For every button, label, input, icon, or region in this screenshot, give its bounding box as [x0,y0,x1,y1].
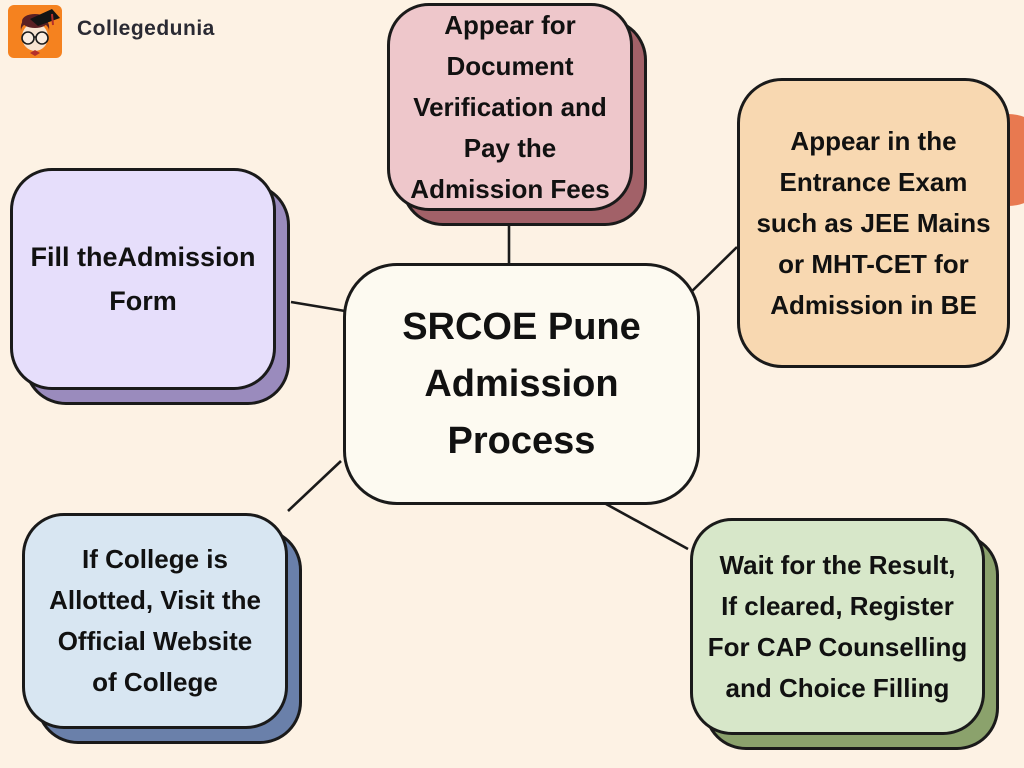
node-fill-admission-form: Fill theAdmission Form [10,168,290,405]
brand-name: Collegedunia [77,16,215,40]
node-entrance-exam: Appear in the Entrance Exam such as JEE … [737,78,1010,368]
node-college-allotted: If College is Allotted, Visit the Offici… [22,513,302,744]
node-document-verification-text: Appear for Document Verification and Pay… [410,9,610,204]
brand-logo-lockup: Collegedunia [8,5,215,58]
connector-center-to-left [290,300,346,313]
node-entrance-exam-text: Appear in the Entrance Exam such as JEE … [756,125,991,320]
connector-center-to-bottom-left [287,460,342,512]
connector-center-to-right [685,246,738,298]
node-cap-counselling: Wait for the Result, If cleared, Registe… [690,518,999,750]
node-college-allotted-text: If College is Allotted, Visit the Offici… [49,544,261,697]
node-document-verification: Appear for Document Verification and Pay… [387,3,647,226]
center-title-text: SRCOE Pune Admission Process [402,305,641,462]
collegedunia-mascot-icon [8,5,62,58]
node-cap-counselling-text: Wait for the Result, If cleared, Registe… [707,549,968,703]
connector-center-to-bottom-right [605,502,689,551]
node-center-title: SRCOE Pune Admission Process [343,263,700,505]
node-fill-admission-form-text: Fill theAdmission Form [30,242,256,316]
